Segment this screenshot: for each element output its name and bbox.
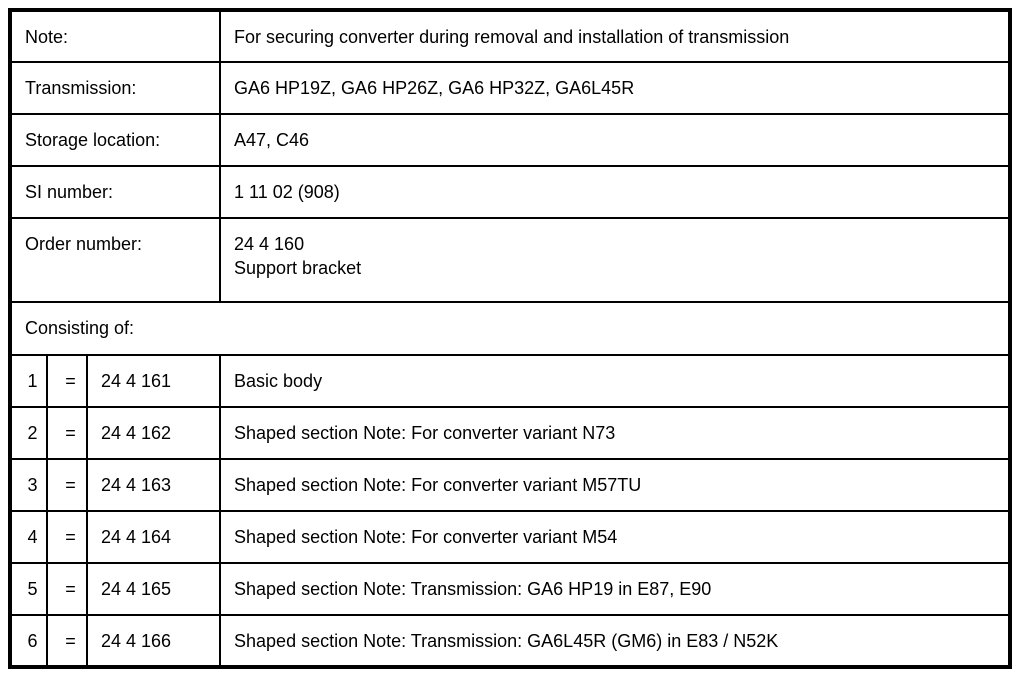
item-equals-symbol: = xyxy=(46,510,88,564)
order-number-value-line1: 24 4 160 xyxy=(234,234,305,254)
item-index: 5 xyxy=(9,562,48,616)
order-number-value-line2: Support bracket xyxy=(234,258,362,278)
item-index: 6 xyxy=(9,614,48,668)
item-description: Shaped section Note: Transmission: GA6 H… xyxy=(219,562,1011,616)
table-row-item-5: 5 = 24 4 165 Shaped section Note: Transm… xyxy=(9,562,1011,616)
item-description: Shaped section Note: For converter varia… xyxy=(219,406,1011,460)
table-row-si-number: SI number: 1 11 02 (908) xyxy=(8,165,1011,219)
tool-spec-table: Note: For securing converter during remo… xyxy=(8,8,1012,669)
table-row-item-6: 6 = 24 4 166 Shaped section Note: Transm… xyxy=(9,614,1011,668)
item-equals-symbol: = xyxy=(46,458,88,512)
tool-spec-sheet: Note: For securing converter during remo… xyxy=(8,8,1016,669)
table-row-item-4: 4 = 24 4 164 Shaped section Note: For co… xyxy=(9,510,1011,564)
item-description: Shaped section Note: Transmission: GA6L4… xyxy=(219,614,1011,668)
table-row-item-1: 1 = 24 4 161 Basic body xyxy=(9,354,1011,408)
order-number-label: Order number: xyxy=(8,217,222,303)
table-row-note: Note: For securing converter during remo… xyxy=(8,9,1011,63)
table-row-order-number: Order number: 24 4 160 Support bracket xyxy=(8,217,1011,303)
table-row-storage-location: Storage location: A47, C46 xyxy=(8,113,1011,167)
item-part-number: 24 4 166 xyxy=(85,614,222,668)
storage-location-value: A47, C46 xyxy=(219,113,1011,167)
item-index: 1 xyxy=(9,354,48,408)
item-part-number: 24 4 164 xyxy=(85,510,222,564)
item-equals-symbol: = xyxy=(46,614,88,668)
table-row-consisting-of: Consisting of: xyxy=(9,301,1011,356)
item-part-number: 24 4 163 xyxy=(85,458,222,512)
item-description: Shaped section Note: For converter varia… xyxy=(219,458,1011,512)
table-row-item-3: 3 = 24 4 163 Shaped section Note: For co… xyxy=(9,458,1011,512)
item-part-number: 24 4 165 xyxy=(85,562,222,616)
table-row-item-2: 2 = 24 4 162 Shaped section Note: For co… xyxy=(9,406,1011,460)
storage-location-label: Storage location: xyxy=(8,113,222,167)
item-description: Basic body xyxy=(219,354,1011,408)
item-part-number: 24 4 161 xyxy=(85,354,222,408)
item-part-number: 24 4 162 xyxy=(85,406,222,460)
item-index: 2 xyxy=(9,406,48,460)
item-equals-symbol: = xyxy=(46,562,88,616)
note-value: For securing converter during removal an… xyxy=(219,9,1011,63)
item-equals-symbol: = xyxy=(46,354,88,408)
item-description: Shaped section Note: For converter varia… xyxy=(219,510,1011,564)
note-label: Note: xyxy=(8,9,222,63)
table-row-transmission: Transmission: GA6 HP19Z, GA6 HP26Z, GA6 … xyxy=(8,61,1011,115)
transmission-value: GA6 HP19Z, GA6 HP26Z, GA6 HP32Z, GA6L45R xyxy=(219,61,1011,115)
si-number-label: SI number: xyxy=(8,165,222,219)
item-index: 3 xyxy=(9,458,48,512)
item-equals-symbol: = xyxy=(46,406,88,460)
item-index: 4 xyxy=(9,510,48,564)
transmission-label: Transmission: xyxy=(8,61,222,115)
consisting-of-header: Consisting of: xyxy=(9,301,1011,356)
order-number-value: 24 4 160 Support bracket xyxy=(219,217,1011,303)
si-number-value: 1 11 02 (908) xyxy=(219,165,1011,219)
